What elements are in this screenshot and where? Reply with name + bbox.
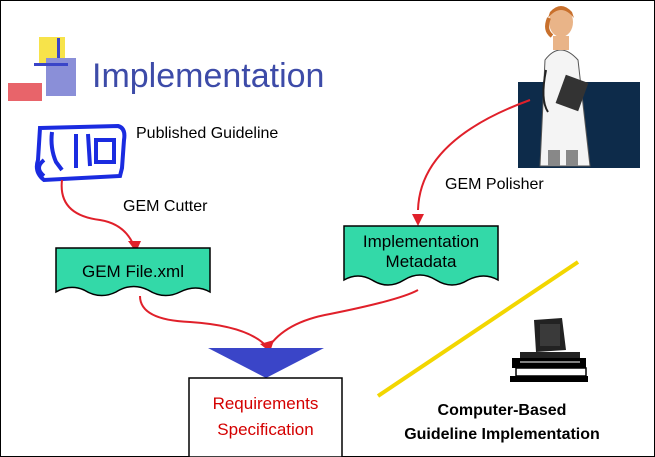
gem-file-document xyxy=(55,247,211,297)
arrow-polisher-to-metadata xyxy=(417,99,531,211)
gem-cutter-label: GEM Cutter xyxy=(123,198,208,215)
gem-polisher-label: GEM Polisher xyxy=(445,176,544,193)
requirements-line2: Specification xyxy=(217,420,314,439)
merge-triangle xyxy=(208,348,324,378)
arrow-gem-file-to-req xyxy=(139,295,269,349)
bullet-squares-icon xyxy=(8,37,76,101)
scroll-icon xyxy=(34,123,127,183)
arrow-guideline-to-gem-file xyxy=(60,179,135,247)
arrow-metadata-to-req xyxy=(267,289,419,349)
computer-based-line2: Guideline Implementation xyxy=(404,426,600,443)
gem-file-label: GEM File.xml xyxy=(82,262,184,281)
doctor-icon xyxy=(518,6,640,168)
slide-title: Implementation xyxy=(92,57,325,95)
implementation-metadata-label: Implementation Metadata xyxy=(344,232,498,272)
implementation-metadata-line2: Metadata xyxy=(385,252,457,271)
requirements-label: Requirements Specification xyxy=(189,391,342,443)
diagonal-line xyxy=(376,260,580,398)
requirements-line1: Requirements xyxy=(212,394,319,413)
implementation-metadata-document xyxy=(343,225,499,286)
implementation-metadata-line1: Implementation xyxy=(362,232,480,251)
computer-icon xyxy=(510,318,588,382)
requirements-box xyxy=(188,377,343,457)
computer-based-line1: Computer-Based xyxy=(437,402,567,419)
published-guideline-label: Published Guideline xyxy=(136,125,279,142)
computer-based-label: Computer-Based Guideline Implementation xyxy=(368,399,636,447)
flow-arrows xyxy=(60,99,531,349)
